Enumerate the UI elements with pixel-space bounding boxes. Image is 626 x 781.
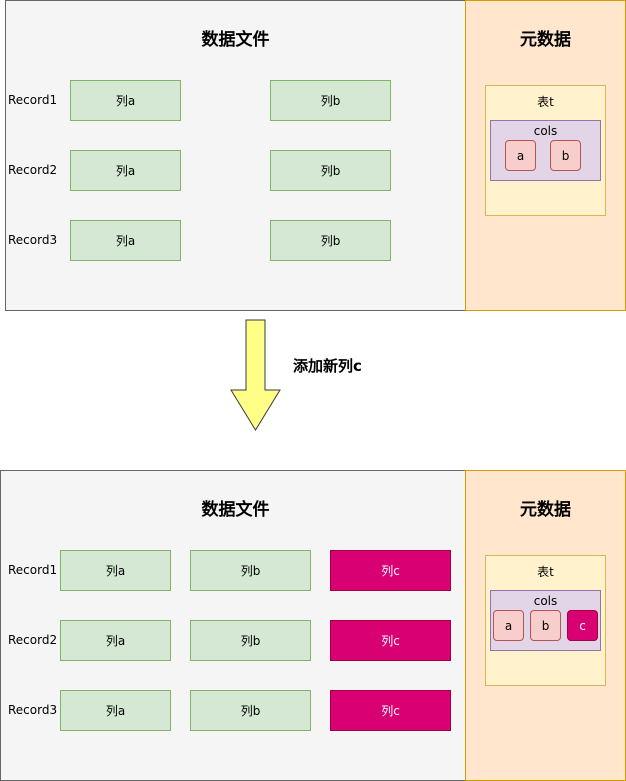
- bottom-col-chip-c: c: [567, 610, 598, 641]
- bottom-col-chip-a: a: [493, 610, 524, 641]
- bottom-cols-box: cols a b c: [490, 590, 601, 651]
- bottom-record-2-cell-c: 列c: [330, 620, 451, 661]
- top-record-3-cell-a: 列a: [70, 220, 181, 261]
- add-column-label: 添加新列c: [293, 357, 362, 375]
- top-col-chip-a: a: [505, 140, 536, 171]
- bottom-cols-label: cols: [533, 594, 558, 608]
- bottom-record-3-cell-c: 列c: [330, 690, 451, 731]
- bottom-record-3-cell-a: 列a: [60, 690, 171, 731]
- top-record-1-cell-b: 列b: [270, 80, 391, 121]
- top-record-1-cell-a: 列a: [70, 80, 181, 121]
- bottom-record-3-cell-b: 列b: [190, 690, 311, 731]
- bottom-record-1-cell-c: 列c: [330, 550, 451, 591]
- top-cols-label: cols: [533, 124, 558, 138]
- top-data-file-title: 数据文件: [201, 30, 270, 50]
- down-arrow-icon: [230, 319, 281, 431]
- bottom-data-file-title: 数据文件: [201, 500, 270, 520]
- top-metadata-title: 元数据: [520, 30, 571, 50]
- top-record-2-cell-a: 列a: [70, 150, 181, 191]
- bottom-record-label-2: Record2: [8, 633, 58, 647]
- top-record-label-3: Record3: [8, 233, 58, 247]
- bottom-record-2-cell-a: 列a: [60, 620, 171, 661]
- top-table-t-box: 表t cols a b: [485, 85, 606, 216]
- bottom-record-label-1: Record1: [8, 563, 58, 577]
- top-record-3-cell-b: 列b: [270, 220, 391, 261]
- bottom-col-chip-b: b: [530, 610, 561, 641]
- top-table-t-label: 表t: [537, 95, 554, 109]
- bottom-record-1-cell-b: 列b: [190, 550, 311, 591]
- bottom-record-label-3: Record3: [8, 703, 58, 717]
- top-record-label-2: Record2: [8, 163, 58, 177]
- bottom-table-t-box: 表t cols a b c: [485, 555, 606, 686]
- bottom-metadata-title: 元数据: [520, 500, 571, 520]
- bottom-record-1-cell-a: 列a: [60, 550, 171, 591]
- top-col-chip-b: b: [550, 140, 581, 171]
- top-record-2-cell-b: 列b: [270, 150, 391, 191]
- top-cols-box: cols a b: [490, 120, 601, 181]
- top-record-label-1: Record1: [8, 93, 58, 107]
- bottom-table-t-label: 表t: [537, 565, 554, 579]
- bottom-record-2-cell-b: 列b: [190, 620, 311, 661]
